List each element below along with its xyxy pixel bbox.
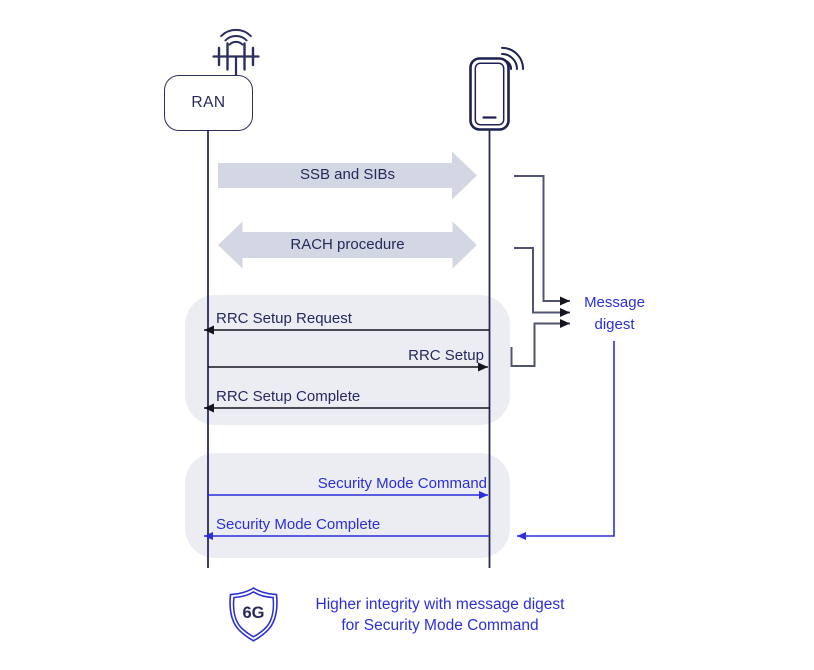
- antenna-icon: [212, 28, 260, 81]
- ran-label: RAN: [191, 94, 226, 111]
- message-digest-label: Message digest: [584, 294, 645, 333]
- digest-feedback-arrow: [517, 341, 615, 540]
- footer-caption-line2: for Security Mode Command: [341, 617, 539, 634]
- ssb-block-arrow: [218, 151, 477, 200]
- rrc-setup-label: RRC Setup: [408, 346, 484, 364]
- digest-bracket-ssb: [514, 175, 570, 306]
- rach-label: RACH procedure: [290, 236, 405, 253]
- rrc-setup-complete-label: RRC Setup Complete: [216, 388, 361, 405]
- security-mode-command-label: Security Mode Command: [317, 474, 487, 492]
- ran-node: RAN: [164, 75, 253, 131]
- digest-bracket-rrc: [510, 319, 570, 367]
- rrc-group-panel: [185, 295, 510, 425]
- shield-6g-icon: [229, 587, 278, 642]
- rach-block-arrow: [218, 221, 477, 269]
- digest-bracket-rach: [514, 247, 570, 317]
- ssb-label: SSB and SIBs: [299, 166, 396, 183]
- security-mode-complete-label: Security Mode Complete: [216, 515, 381, 533]
- rrc-setup-request-label: RRC Setup Request: [216, 310, 352, 327]
- badge-6g-label: 6G: [242, 604, 265, 622]
- footer-caption-line1: Higher integrity with message digest: [315, 596, 565, 613]
- security-group-panel: [185, 453, 510, 558]
- footer-caption: Higher integrity with message digest for…: [240, 594, 640, 636]
- smartphone-icon: [469, 57, 510, 131]
- antenna-signal-waves-icon: [220, 28, 252, 46]
